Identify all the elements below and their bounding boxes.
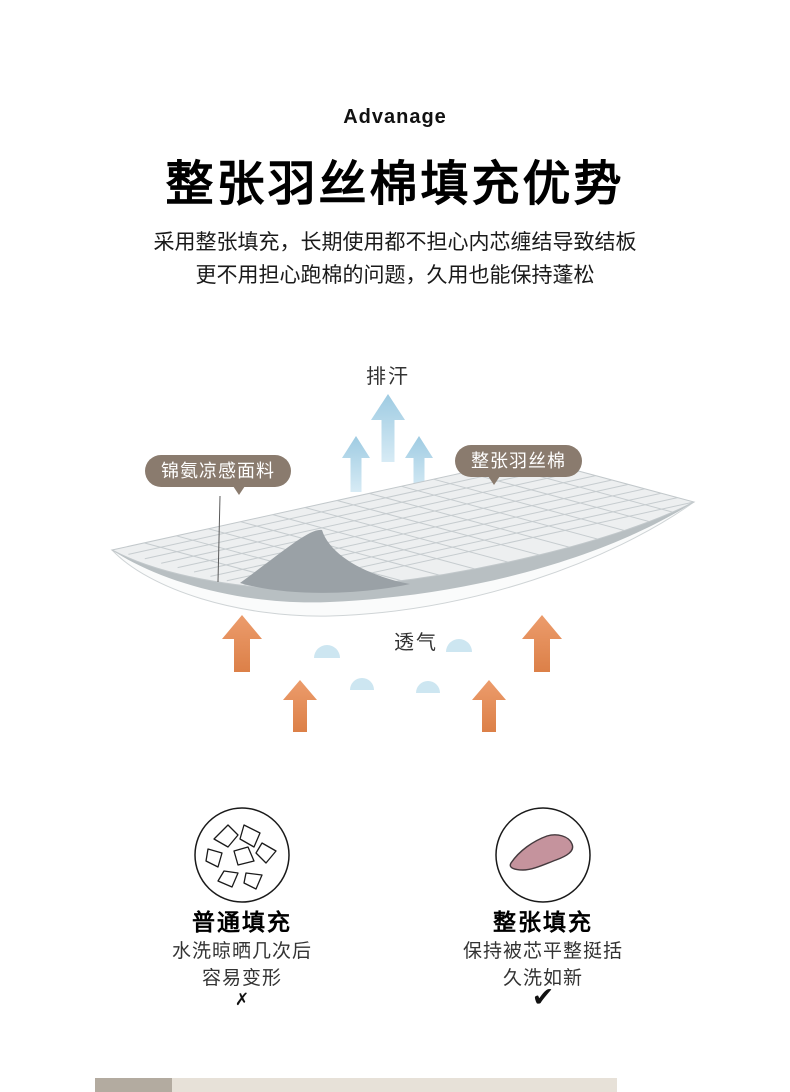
description-line-2: 更不用担心跑棉的问题，久用也能保持蓬松 bbox=[195, 264, 595, 287]
callout-fabric-label: 锦氨凉感面料 bbox=[145, 455, 291, 495]
air-dome-icons bbox=[314, 639, 472, 693]
callout-filling-label: 整张羽丝棉 bbox=[455, 445, 582, 485]
left-compare-title: 普通填充 bbox=[192, 909, 292, 935]
whole-sheet-icon bbox=[495, 807, 591, 903]
right-compare-line1: 保持被芯平整挺括 bbox=[462, 941, 623, 962]
right-compare-line2: 久洗如新 bbox=[502, 968, 583, 989]
breathe-up-arrows-icon bbox=[222, 615, 562, 732]
fragments-icon bbox=[194, 807, 290, 903]
check-icon: ✔ bbox=[531, 982, 555, 1012]
cross-icon: ✗ bbox=[234, 990, 250, 1009]
next-section-peek bbox=[95, 1078, 617, 1092]
sweat-up-arrows-icon bbox=[342, 394, 433, 492]
comparison-icons bbox=[194, 807, 591, 903]
breathable-label: 透气 bbox=[394, 632, 438, 654]
left-compare-line2: 容易变形 bbox=[201, 968, 282, 989]
next-section-block bbox=[95, 1078, 172, 1092]
left-compare-line1: 水洗晾晒几次后 bbox=[171, 941, 312, 962]
sweat-wicking-label: 排汗 bbox=[366, 366, 410, 388]
quilt-flap bbox=[240, 529, 410, 593]
quilt-illustration bbox=[110, 394, 696, 732]
right-compare-title: 整张填充 bbox=[493, 909, 593, 935]
description-line-1: 采用整张填充，长期使用都不担心内芯缠结导致结板 bbox=[153, 231, 637, 254]
page-title: 整张羽丝棉填充优势 bbox=[165, 158, 625, 211]
description: 采用整张填充，长期使用都不担心内芯缠结导致结板 更不用担心跑棉的问题，久用也能保… bbox=[0, 226, 790, 292]
callout-left-leader-line bbox=[217, 495, 221, 583]
eyebrow-text: Advanage bbox=[343, 106, 447, 128]
quilt-shadow bbox=[112, 502, 694, 603]
